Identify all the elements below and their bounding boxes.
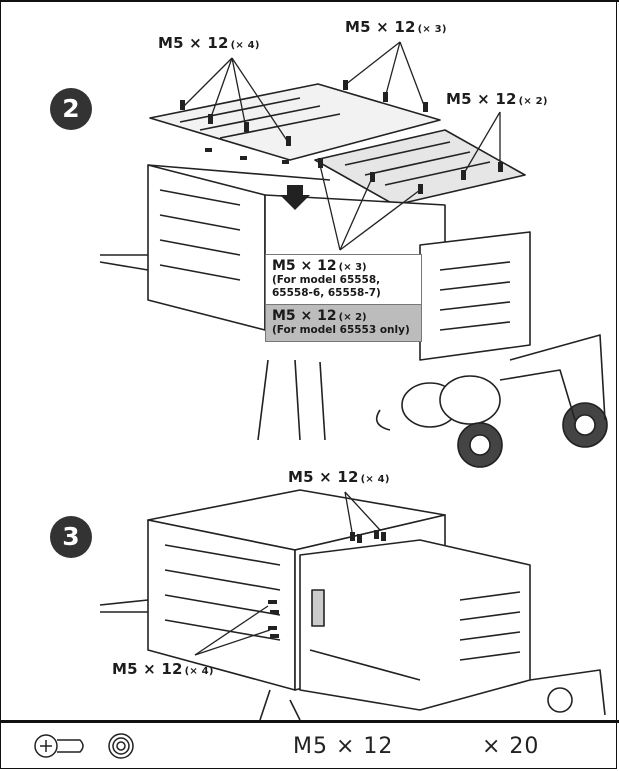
label-step3-side-screws: M5 × 12(× 4) bbox=[112, 660, 214, 678]
model-callout: M5 × 12(× 3) (For model 65558, 65558-6, … bbox=[265, 254, 422, 342]
step2-arrows bbox=[181, 41, 501, 251]
callout-a-qty: (× 3) bbox=[338, 262, 367, 273]
label-size: M5 × 12 bbox=[345, 18, 416, 36]
callout-a-size: M5 × 12 bbox=[272, 258, 337, 274]
step-3-badge: 3 bbox=[50, 516, 92, 558]
screw-icon bbox=[34, 734, 84, 758]
top-plate-left bbox=[149, 83, 441, 161]
callout-b-qty: (× 2) bbox=[338, 312, 367, 323]
top-border bbox=[0, 0, 619, 2]
top-plate-right bbox=[314, 129, 526, 206]
label-qty: (× 4) bbox=[184, 666, 214, 677]
callout-b-title: M5 × 12(× 2) bbox=[272, 308, 415, 324]
step-2-badge: 2 bbox=[50, 88, 92, 130]
label-step3-top-screws: M5 × 12(× 4) bbox=[288, 468, 390, 486]
footer-divider bbox=[0, 720, 619, 723]
label-right-screws: M5 × 12(× 2) bbox=[446, 90, 548, 108]
label-top-left-screws: M5 × 12(× 4) bbox=[158, 34, 260, 52]
callout-a-note: (For model 65558, 65558-6, 65558-7) bbox=[272, 274, 381, 299]
label-qty: (× 2) bbox=[518, 96, 548, 107]
callout-b-note: (For model 65553 only) bbox=[272, 324, 410, 336]
down-arrow bbox=[280, 185, 310, 210]
callout-b-size: M5 × 12 bbox=[272, 308, 337, 324]
label-size: M5 × 12 bbox=[112, 660, 183, 678]
callout-a-title: M5 × 12(× 3) bbox=[272, 258, 415, 274]
washer-icon bbox=[108, 733, 134, 759]
callout-models-65558: M5 × 12(× 3) (For model 65558, 65558-6, … bbox=[266, 255, 421, 304]
label-size: M5 × 12 bbox=[158, 34, 229, 52]
label-qty: (× 4) bbox=[360, 474, 390, 485]
label-size: M5 × 12 bbox=[446, 90, 517, 108]
parts-count: × 20 bbox=[482, 734, 540, 759]
step2-screws bbox=[180, 80, 503, 194]
label-top-mid-screws: M5 × 12(× 3) bbox=[345, 18, 447, 36]
parts-spec: M5 × 12 bbox=[293, 734, 394, 759]
label-qty: (× 4) bbox=[230, 40, 260, 51]
housing-step3 bbox=[99, 489, 606, 721]
parts-footer: M5 × 12 × 20 bbox=[0, 724, 619, 770]
label-size: M5 × 12 bbox=[288, 468, 359, 486]
step3-arrows bbox=[194, 491, 381, 656]
step3-screws bbox=[268, 530, 386, 638]
callout-model-65553: M5 × 12(× 2) (For model 65553 only) bbox=[266, 304, 421, 341]
label-qty: (× 3) bbox=[417, 24, 447, 35]
